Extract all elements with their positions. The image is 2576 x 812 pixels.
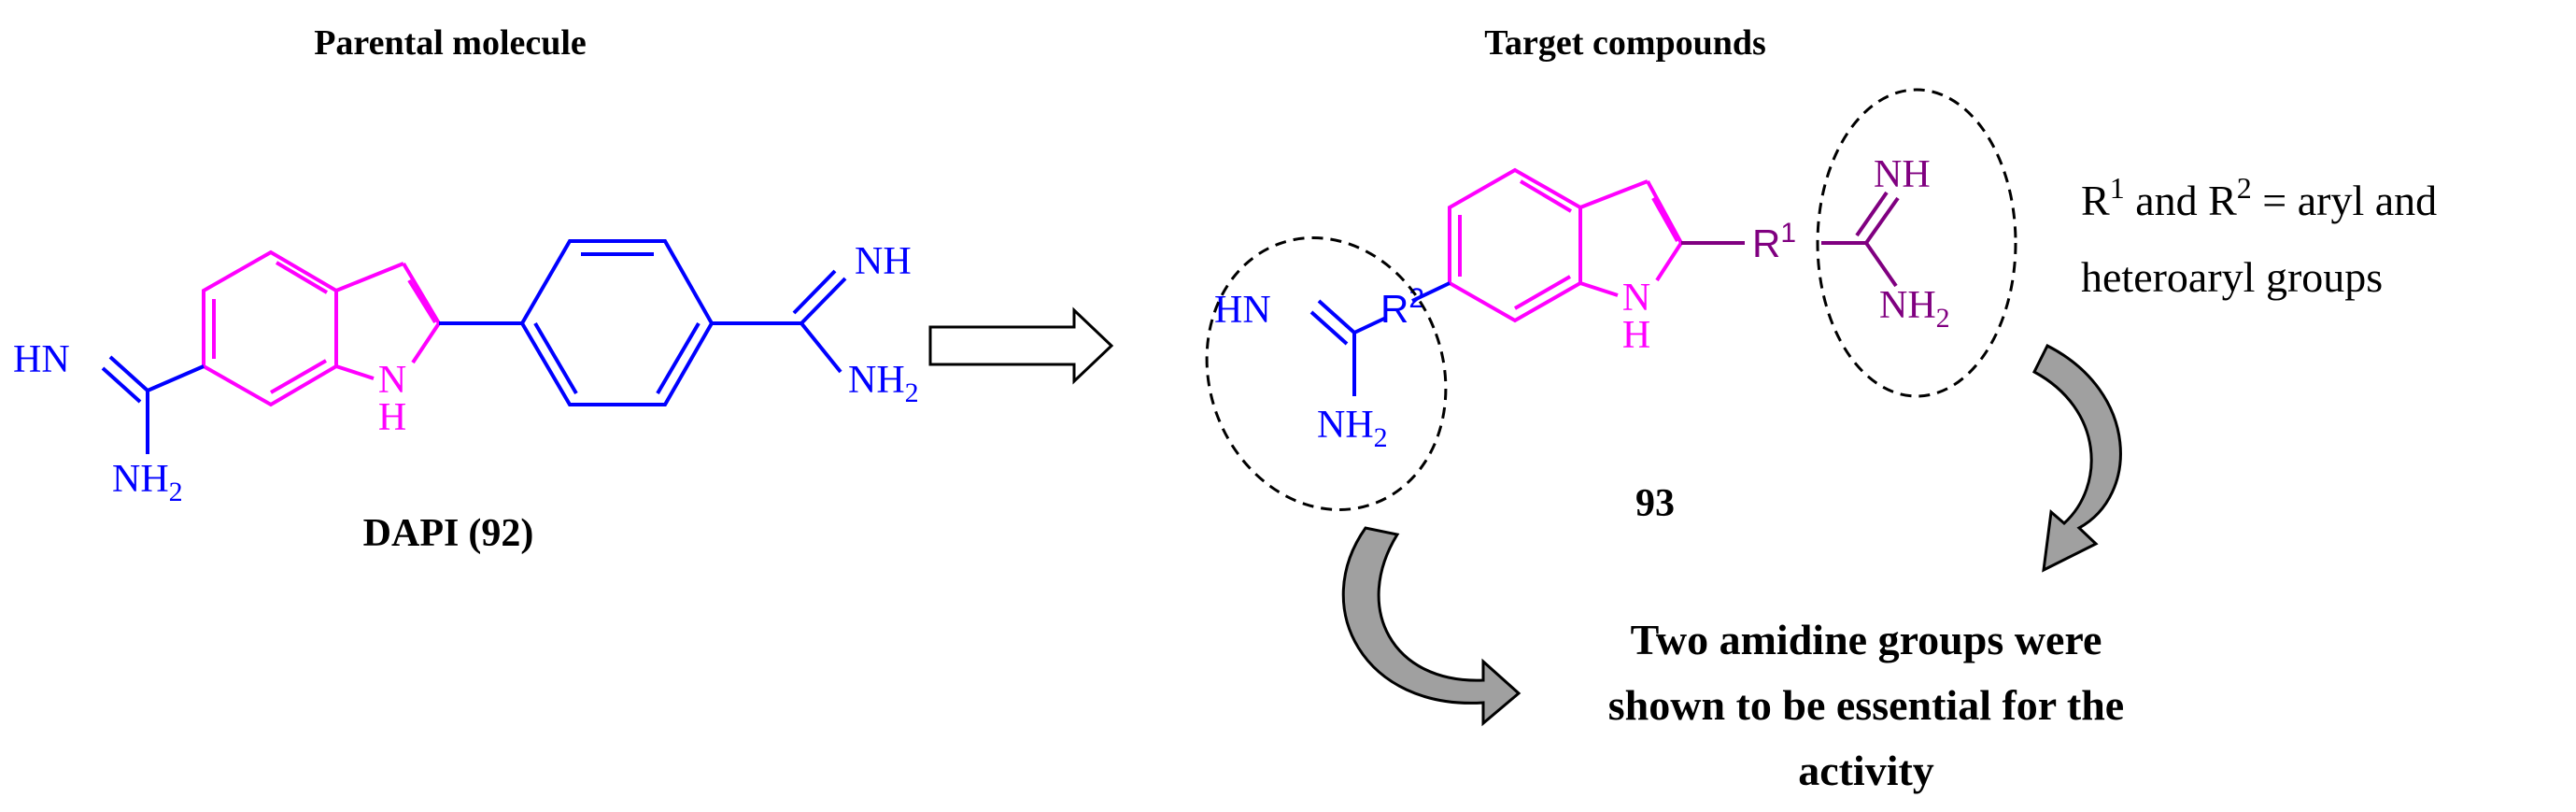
conclusion-line-1: Two amidine groups were bbox=[1631, 616, 2102, 663]
conclusion-line-2: shown to be essential for the bbox=[1608, 681, 2124, 729]
target-r1-label: R1 bbox=[1752, 218, 1796, 265]
target-left-hn: HN bbox=[1214, 289, 1271, 332]
target-left-amidine bbox=[1309, 299, 1387, 396]
target-r2-bond bbox=[1411, 281, 1451, 303]
heading-target-compounds: Target compounds bbox=[1484, 23, 1766, 63]
legend-line-1: R1 and R2 = aryl and bbox=[2081, 171, 2437, 224]
target-pyrrole-ring bbox=[1579, 179, 1683, 297]
target-left-nh2: NH2 bbox=[1317, 404, 1388, 453]
dapi-right-nh: NH bbox=[855, 240, 912, 283]
dapi-left-nh2: NH2 bbox=[112, 458, 183, 507]
target-indole-benzene bbox=[1448, 167, 1582, 323]
dapi-structure: N H NH NH2 HN NH2 DAPI(92) bbox=[13, 239, 919, 555]
target-ring-h: H bbox=[1622, 314, 1650, 357]
dapi-ring-h: H bbox=[378, 396, 406, 439]
target-structure: N H R1 NH NH2 R2 HN NH2 93 bbox=[1214, 153, 1950, 525]
target-number-label: 93 bbox=[1635, 482, 1675, 525]
dapi-phenyl-ring bbox=[439, 239, 715, 406]
dapi-indole-benzene bbox=[202, 249, 338, 407]
heading-parental-molecule: Parental molecule bbox=[314, 23, 587, 63]
curved-arrow-right bbox=[2032, 343, 2122, 573]
conclusion-line-3: activity bbox=[1798, 747, 1934, 794]
amidine-highlight-right bbox=[1816, 88, 2017, 398]
retro-arrow bbox=[928, 306, 1114, 385]
curved-arrow-left bbox=[1341, 526, 1522, 727]
dapi-right-nh2: NH2 bbox=[848, 359, 919, 408]
target-right-nh: NH bbox=[1874, 153, 1931, 196]
dapi-label: DAPI(92) bbox=[363, 512, 534, 555]
dapi-left-hn: HN bbox=[13, 338, 70, 381]
dapi-pyrrole-ring bbox=[335, 262, 441, 380]
target-ring-n: N bbox=[1622, 277, 1650, 320]
amidine-highlight-left bbox=[1205, 236, 1448, 511]
legend-line-2: heteroaryl groups bbox=[2081, 253, 2383, 301]
target-right-amidine bbox=[1821, 191, 1900, 288]
dapi-ring-n: N bbox=[378, 359, 406, 402]
target-right-nh2: NH2 bbox=[1879, 284, 1950, 334]
dapi-right-amidine bbox=[712, 269, 847, 374]
dapi-left-amidine bbox=[101, 355, 205, 454]
target-r2-label: R2 bbox=[1380, 283, 1424, 331]
